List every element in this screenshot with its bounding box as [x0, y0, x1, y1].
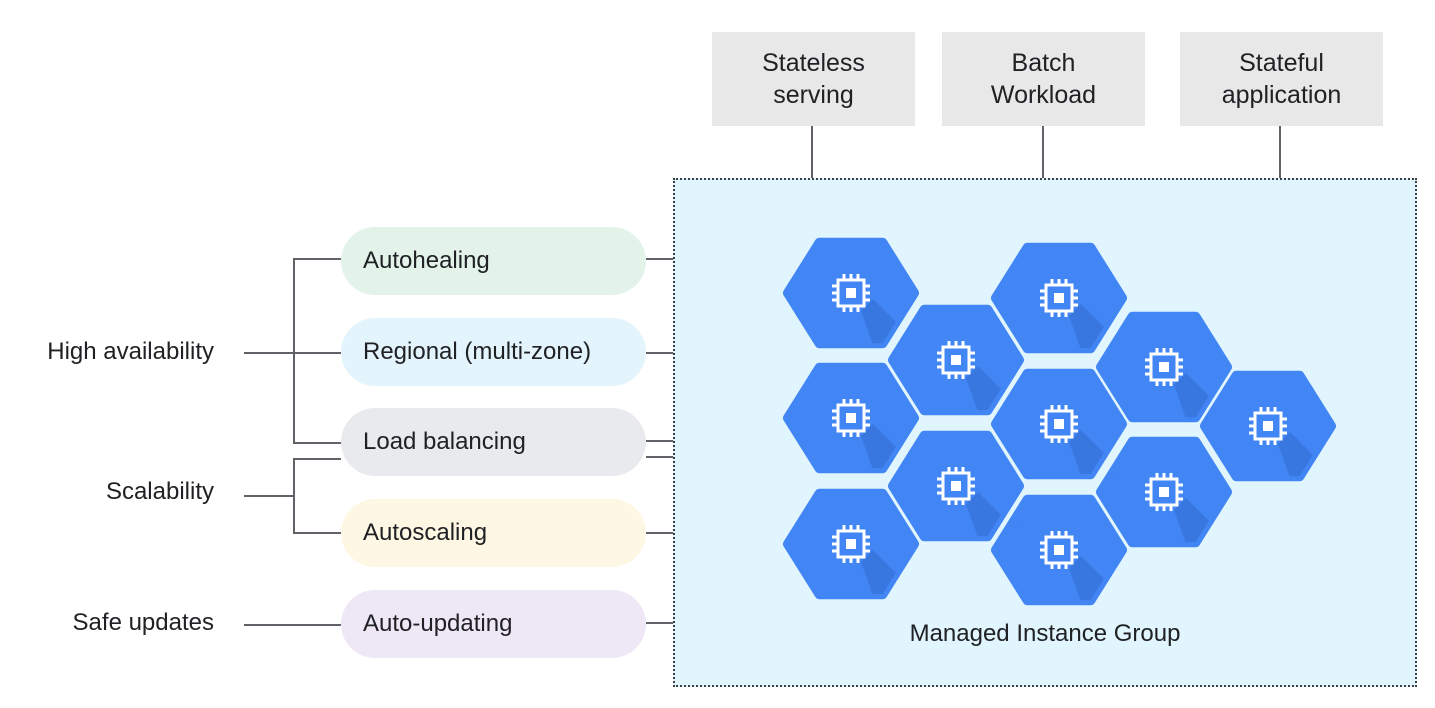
instance-hexagon — [1096, 311, 1232, 423]
feature-autoscaling: Autoscaling — [341, 499, 646, 567]
cpu-chip-icon — [1145, 473, 1183, 511]
cpu-chip-icon — [832, 399, 870, 437]
workload-line: Stateful — [1239, 49, 1324, 77]
feature-regional: Regional (multi-zone) — [341, 318, 646, 386]
cpu-chip-icon — [832, 525, 870, 563]
feature-load-balancing: Load balancing — [341, 408, 646, 476]
category-safe-updates: Safe updates — [72, 609, 214, 636]
category-high-availability: High availability — [47, 338, 214, 365]
cpu-chip-icon — [1145, 348, 1183, 386]
feature-autohealing: Autohealing — [341, 227, 646, 295]
cpu-chip-icon — [937, 467, 975, 505]
instance-hexagon — [1200, 370, 1336, 482]
feature-label: Autohealing — [363, 247, 490, 274]
cpu-chip-icon — [1249, 407, 1287, 445]
category-scalability: Scalability — [105, 478, 214, 505]
feature-label: Regional (multi-zone) — [363, 338, 592, 365]
workload-stateless-serving: Stateless serving — [712, 32, 915, 126]
cpu-chip-icon — [1040, 531, 1078, 569]
workload-line: serving — [773, 81, 854, 109]
cpu-chip-icon — [937, 341, 975, 379]
feature-label: Auto-updating — [363, 610, 513, 637]
workload-line: Stateless — [762, 49, 865, 77]
bracket-high-availability — [293, 258, 341, 444]
feature-label: Load balancing — [363, 428, 526, 455]
workload-line: Workload — [990, 81, 1097, 109]
workload-line: Batch — [1011, 49, 1076, 77]
bracket-scalability — [293, 458, 341, 534]
feature-label: Autoscaling — [363, 519, 488, 546]
managed-instance-group-label: Managed Instance Group — [909, 620, 1181, 647]
feature-auto-updating: Auto-updating — [341, 590, 646, 658]
cpu-chip-icon — [832, 274, 870, 312]
cpu-chip-icon — [1040, 279, 1078, 317]
workload-line: application — [1221, 81, 1342, 109]
workload-stateful: Stateful application — [1180, 32, 1383, 126]
instance-hexagon — [1096, 436, 1232, 548]
cpu-chip-icon — [1040, 405, 1078, 443]
